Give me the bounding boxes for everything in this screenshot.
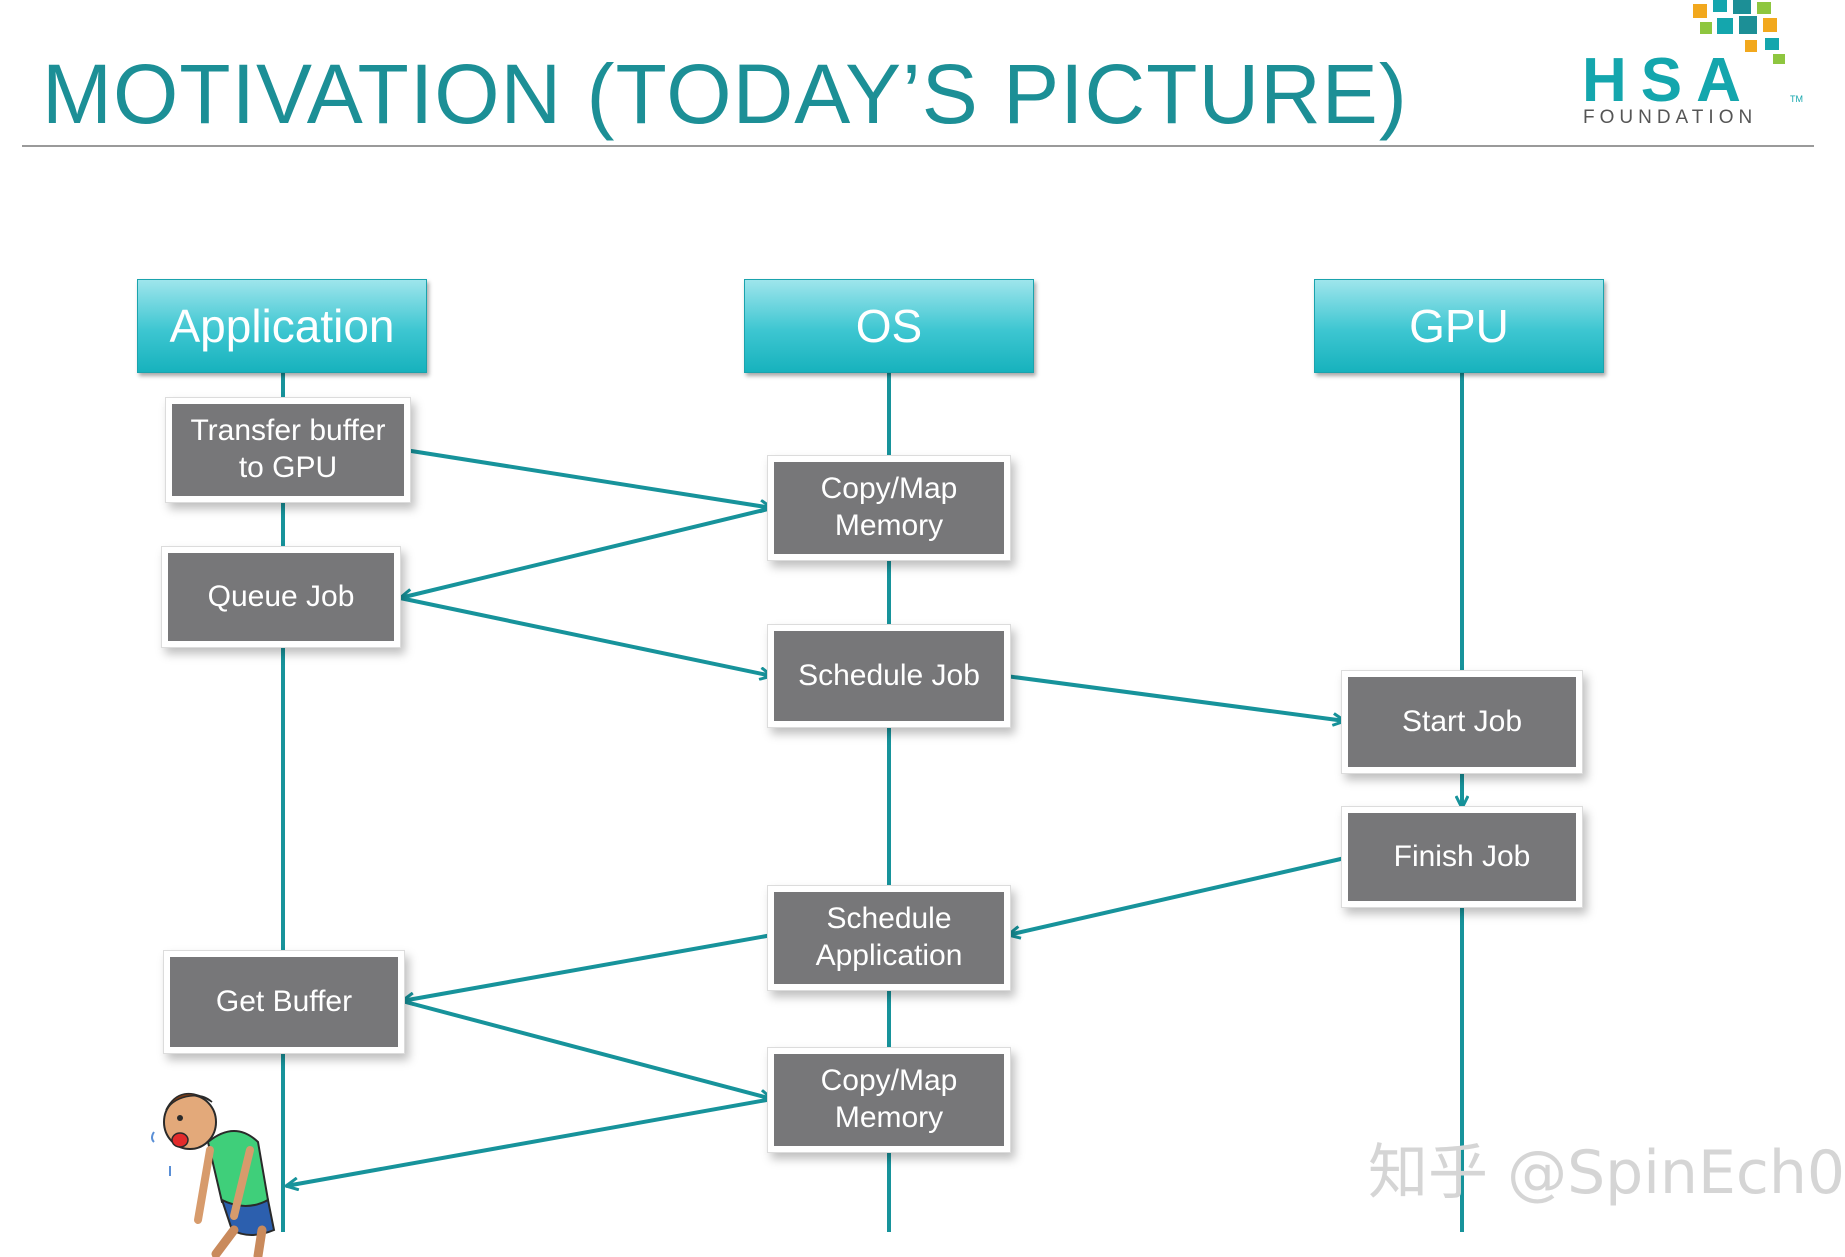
column-header-os: OS	[744, 279, 1034, 373]
title-divider	[22, 145, 1814, 147]
arrow-queue-to-schedule	[399, 596, 772, 676]
arrow-schedule-app-to-get-buffer	[402, 933, 773, 1001]
logo-subtitle: FOUNDATION	[1583, 107, 1758, 128]
step-schedule-job: Schedule Job	[768, 625, 1010, 727]
step-schedule-application: Schedule Application	[768, 886, 1010, 990]
step-start-job: Start Job	[1342, 671, 1582, 773]
exhausted-person-illustration	[151, 1093, 276, 1257]
logo-trademark: TM	[1790, 94, 1803, 104]
hsa-logo-mark	[1693, 0, 1785, 64]
arrow-transfer-to-copy	[404, 448, 772, 508]
arrow-copy-to-queue	[400, 506, 773, 598]
arrow-copy-to-application	[286, 1097, 773, 1186]
arrow-schedule-to-start	[1005, 674, 1345, 721]
column-header-application: Application	[137, 279, 427, 373]
column-header-gpu: GPU	[1314, 279, 1604, 373]
logo-wordmark: HSA	[1582, 46, 1755, 115]
step-get-buffer: Get Buffer	[164, 951, 404, 1053]
step-transfer-buffer: Transfer buffer to GPU	[166, 398, 410, 502]
arrow-finish-to-schedule-app	[1008, 856, 1346, 935]
step-finish-job: Finish Job	[1342, 807, 1582, 907]
slide-title: MOTIVATION (TODAY’S PICTURE)	[42, 47, 1408, 141]
watermark: 知乎 @SpinEch0	[1368, 1138, 1845, 1208]
arrow-get-buffer-to-copy	[401, 999, 772, 1099]
step-queue-job: Queue Job	[162, 547, 400, 647]
step-copy-map-memory-1: Copy/Map Memory	[768, 456, 1010, 560]
step-copy-map-memory-2: Copy/Map Memory	[768, 1048, 1010, 1152]
